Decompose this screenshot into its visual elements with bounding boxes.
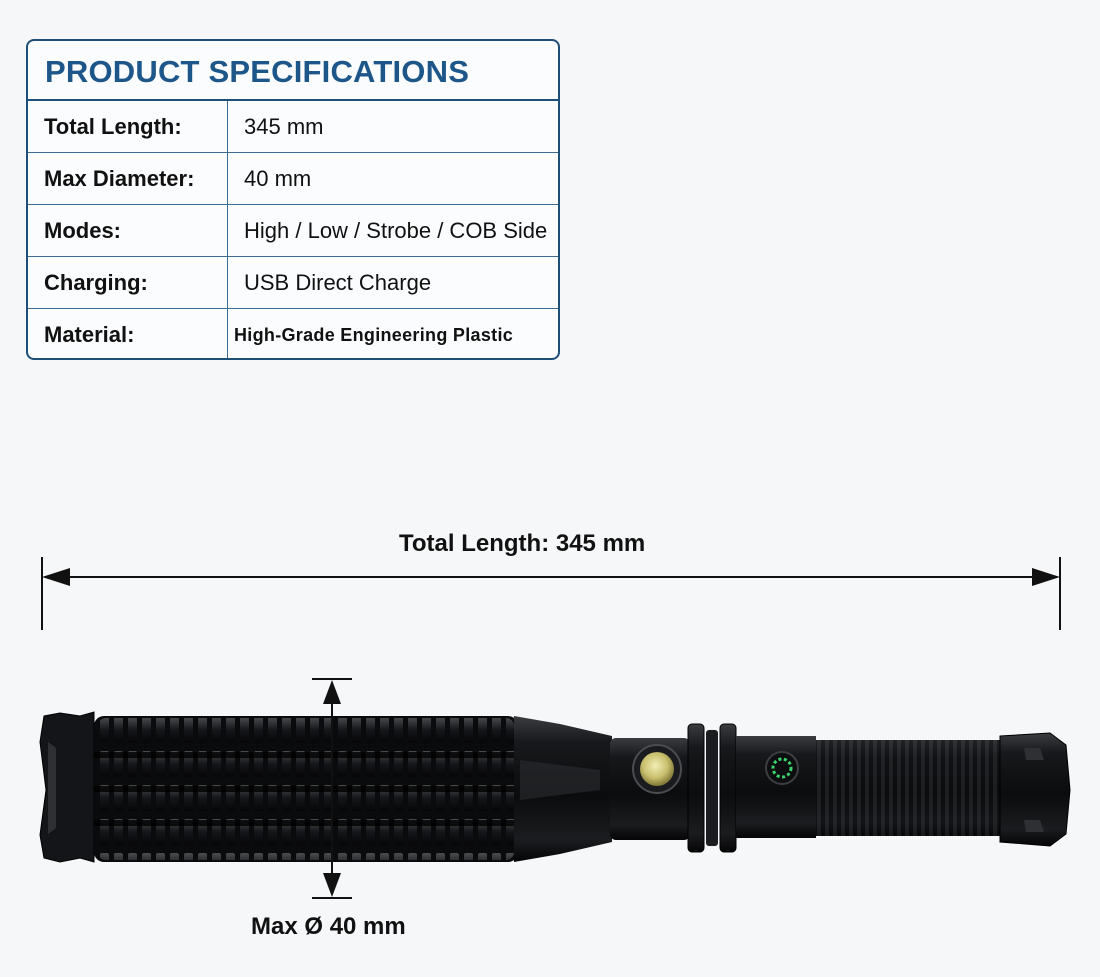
arrow-right-icon (1032, 568, 1060, 586)
spec-label: Total Length: (28, 101, 228, 152)
spec-label: Charging: (28, 257, 228, 308)
max-diameter-label: Max Ø 40 mm (251, 913, 406, 940)
spec-row-max-diameter: Max Diameter: 40 mm (28, 153, 558, 205)
cob-side-light-icon (632, 744, 682, 794)
spec-value: 345 mm (244, 113, 324, 139)
spec-label: Material: (28, 309, 228, 358)
spec-value: 40 mm (244, 165, 312, 191)
spec-value: USB Direct Charge (244, 269, 432, 295)
arrow-down-icon (323, 873, 341, 897)
spec-row-charging: Charging: USB Direct Charge (28, 257, 558, 309)
tactical-flashlight-icon (39, 711, 1071, 863)
spec-row-total-length: Total Length: 345 mm (28, 101, 558, 153)
spec-row-material: Material: High-Grade Engineering Plastic (28, 309, 558, 358)
max-diameter-dimension (312, 678, 352, 899)
spec-value: High-Grade Engineering Plastic (234, 324, 514, 345)
power-indicator-button-icon (765, 751, 799, 785)
spec-label: Max Diameter: (28, 153, 228, 204)
total-length-label: Total Length: 345 mm (399, 530, 646, 557)
specifications-table: PRODUCT SPECIFICATIONS Total Length: 345… (26, 39, 560, 360)
spec-label: Modes: (28, 205, 228, 256)
arrow-up-icon (323, 680, 341, 704)
total-length-dimension (41, 557, 1061, 630)
specifications-title: PRODUCT SPECIFICATIONS (28, 41, 558, 101)
spec-row-modes: Modes: High / Low / Strobe / COB Side (28, 205, 558, 257)
arrow-left-icon (42, 568, 70, 586)
spec-value: High / Low / Strobe / COB Side (244, 217, 548, 243)
